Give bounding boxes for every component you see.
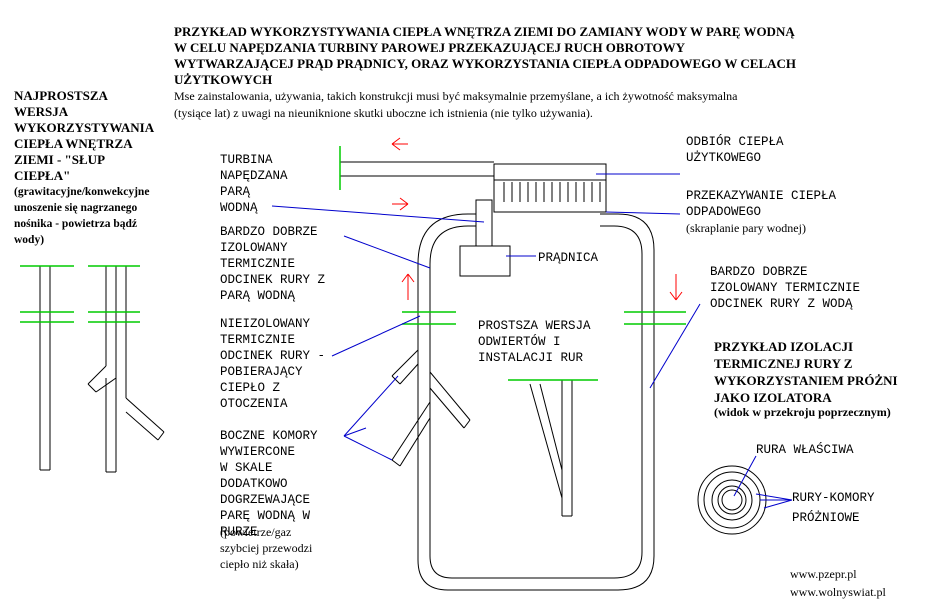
arrow-steam-up [401,273,415,300]
side-chambers-main [391,349,471,467]
label-steam-pipe: BARDZO DOBRZE IZOLOWANY TERMICZNIE ODCIN… [220,225,326,303]
left-subtext: (grawitacyjne/konwekcyjne unoszenie się … [14,186,150,246]
label-water-pipe: BARDZO DOBRZE IZOLOWANY TERMICZNIE ODCIN… [710,265,861,311]
page-title: PRZYKŁAD WYKORZYSTYWANIA CIEPŁA WNĘTRZA … [174,24,797,87]
footer-site-1[interactable]: www.pzepr.pl [790,567,857,581]
heat-exchanger-top [493,163,607,181]
simpler-version-pipes [529,380,573,517]
insulation-heading: PRZYKŁAD IZOLACJI TERMICZNEJ RURY Z WYKO… [714,339,898,405]
label-heat-use: ODBIÓR CIEPŁA UŻYTKOWEGO [686,135,784,165]
label-actual-pipe: RURA WŁAŚCIWA [756,443,854,457]
left-heading: NAJPROSTSZA WERSJA WYKORZYSTYWANIA CIEPŁ… [14,88,155,183]
insulation-note: (widok w przekroju poprzecznym) [714,405,891,419]
turbine-shaft [475,199,493,247]
label-waste-heat: PRZEKAZYWANIE CIEPŁA ODPADOWEGO [686,189,837,219]
exchanger-fins [503,182,601,202]
label-generator: PRĄDNICA [538,251,599,265]
label-side-chambers-note: (powietrze/gaz szybciej przewodzi ciepło… [220,525,313,571]
main-loop-outer [417,213,655,591]
label-side-chambers: BOCZNE KOMORY WYWIERCONE W SKALE DODATKO… [220,429,318,539]
label-pointers [271,173,793,509]
heat-exchanger-fins [493,179,607,213]
arrow-steam-in [392,197,409,211]
footer-site-2[interactable]: www.wolnyswiat.pl [790,585,886,599]
label-vacuum-chambers: RURY-KOMORY PRÓŻNIOWE [792,491,875,525]
main-loop-inner [429,225,643,579]
generator-box [459,245,511,277]
design-note: Mse zainstalowania, używania, takich kon… [174,89,738,120]
label-waste-heat-note: (skraplanie pary wodnej) [686,221,806,235]
arrow-water-down [669,274,683,301]
vacuum-insulation-section [697,465,767,535]
label-uninsulated: NIEIZOLOWANY TERMICZNIE ODCINEK RURY - P… [220,317,326,411]
insulation-joints [20,146,686,381]
arrow-heat-out [391,137,408,151]
label-turbine: TURBINA NAPĘDZANA PARĄ WODNĄ [220,153,288,215]
heat-column-left [39,266,51,471]
flow-arrows [391,137,683,301]
heat-column-right [87,266,165,473]
label-simpler-version: PROSTSZA WERSJA ODWIERTÓW I INSTALACJI R… [478,319,591,365]
